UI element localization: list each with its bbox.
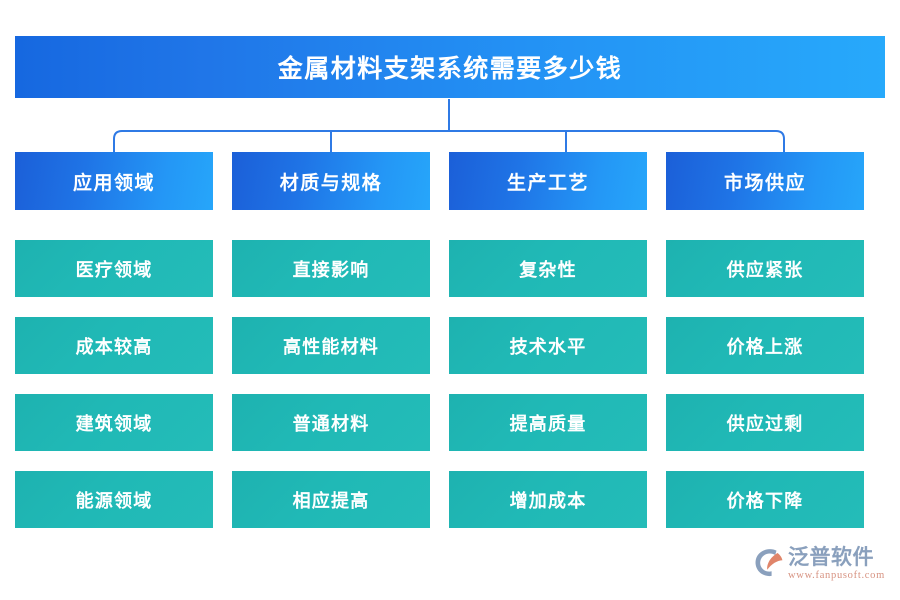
item-label-3-2: 技术水平 <box>509 336 587 357</box>
item-label-3-4: 增加成本 <box>509 490 587 511</box>
item-box-2-4[interactable]: 相应提高 <box>232 471 430 528</box>
brand-logo: 泛普软件 www.fanpusoft.com <box>752 546 890 590</box>
item-label-2-3: 普通材料 <box>292 413 370 434</box>
item-box-1-4[interactable]: 能源领域 <box>15 471 213 528</box>
item-label-1-3: 建筑领域 <box>75 413 153 434</box>
item-box-3-3[interactable]: 提高质量 <box>449 394 647 451</box>
item-box-4-1[interactable]: 供应紧张 <box>666 240 864 297</box>
item-box-3-1[interactable]: 复杂性 <box>449 240 647 297</box>
item-label-1-4: 能源领域 <box>75 490 153 511</box>
item-box-4-2[interactable]: 价格上涨 <box>666 317 864 374</box>
item-box-4-3[interactable]: 供应过剩 <box>666 394 864 451</box>
fanpu-logo-icon <box>755 549 783 577</box>
item-box-1-1[interactable]: 医疗领域 <box>15 240 213 297</box>
diagram-columns: 应用领域 医疗领域 成本较高 建筑领域 能源领域 材质与规格 直接影响 <box>15 152 885 528</box>
category-label-3: 生产工艺 <box>506 172 589 194</box>
diagram-column-3: 生产工艺 复杂性 技术水平 提高质量 增加成本 <box>449 152 647 528</box>
brand-text-block: 泛普软件 www.fanpusoft.com <box>788 546 885 581</box>
page-title: 金属材料支架系统需要多少钱 <box>277 56 623 83</box>
brand-name: 泛普软件 <box>788 545 874 569</box>
item-box-1-3[interactable]: 建筑领域 <box>15 394 213 451</box>
item-label-1-1: 医疗领域 <box>75 259 153 280</box>
item-label-4-4: 价格下降 <box>726 490 804 511</box>
item-box-1-2[interactable]: 成本较高 <box>15 317 213 374</box>
item-box-2-1[interactable]: 直接影响 <box>232 240 430 297</box>
item-label-2-2: 高性能材料 <box>283 336 379 357</box>
item-box-4-4[interactable]: 价格下降 <box>666 471 864 528</box>
brand-url: www.fanpusoft.com <box>788 569 885 581</box>
category-box-1[interactable]: 应用领域 <box>15 152 213 210</box>
item-label-1-2: 成本较高 <box>75 336 153 357</box>
item-box-3-2[interactable]: 技术水平 <box>449 317 647 374</box>
item-label-4-2: 价格上涨 <box>726 336 804 357</box>
item-box-2-2[interactable]: 高性能材料 <box>232 317 430 374</box>
diagram-column-4: 市场供应 供应紧张 价格上涨 供应过剩 价格下降 <box>666 152 864 528</box>
item-label-2-4: 相应提高 <box>292 490 370 511</box>
item-label-4-1: 供应紧张 <box>726 259 804 280</box>
item-label-4-3: 供应过剩 <box>726 413 804 434</box>
diagram-column-2: 材质与规格 直接影响 高性能材料 普通材料 相应提高 <box>232 152 430 528</box>
category-box-3[interactable]: 生产工艺 <box>449 152 647 210</box>
item-label-2-1: 直接影响 <box>292 259 370 280</box>
item-label-3-1: 复杂性 <box>519 259 577 280</box>
item-label-3-3: 提高质量 <box>509 413 587 434</box>
category-box-2[interactable]: 材质与规格 <box>232 152 430 210</box>
diagram-title-banner: 金属材料支架系统需要多少钱 <box>15 36 885 98</box>
item-box-3-4[interactable]: 增加成本 <box>449 471 647 528</box>
category-label-2: 材质与规格 <box>279 172 383 194</box>
category-label-4: 市场供应 <box>723 172 806 194</box>
connector-bus <box>113 130 785 152</box>
item-box-2-3[interactable]: 普通材料 <box>232 394 430 451</box>
category-label-1: 应用领域 <box>72 172 155 194</box>
diagram-column-1: 应用领域 医疗领域 成本较高 建筑领域 能源领域 <box>15 152 213 528</box>
category-box-4[interactable]: 市场供应 <box>666 152 864 210</box>
